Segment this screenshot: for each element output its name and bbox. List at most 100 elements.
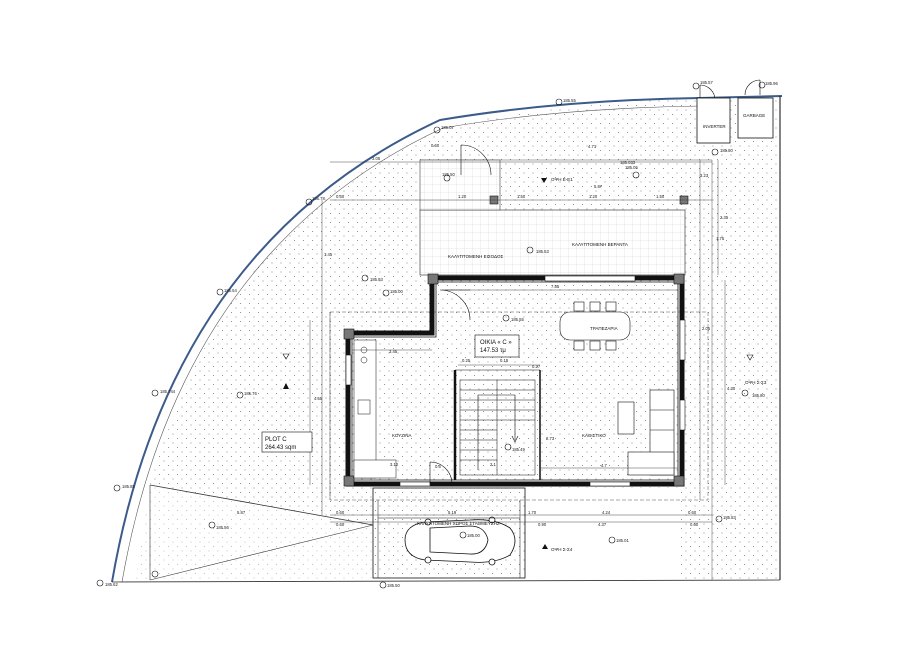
svg-text:185.55: 185.55 xyxy=(563,98,576,103)
svg-text:185.49: 185.49 xyxy=(512,447,525,452)
svg-text:3.45: 3.45 xyxy=(389,349,398,354)
room-entrance: ΚΑΛΥΠΤΟΜΕΝΗ ΕΙΣΟΔΟΣ xyxy=(448,254,503,259)
svg-text:185.50: 185.50 xyxy=(442,172,455,177)
garbage-enclosure xyxy=(696,97,774,144)
svg-text:3.05: 3.05 xyxy=(372,156,381,161)
svg-text:0.60: 0.60 xyxy=(690,522,699,527)
svg-text:185.50: 185.50 xyxy=(387,583,400,588)
view-label-2: ΟΨΗ Σ-Σ4 xyxy=(551,547,573,552)
veranda-tiles xyxy=(419,209,686,276)
plot-boundary-inner xyxy=(121,105,701,583)
level-labels: 185.07 185.50 185.05 185.53 185.55 185.4… xyxy=(105,80,778,588)
staircase xyxy=(459,379,536,476)
svg-text:185.05: 185.05 xyxy=(625,165,638,170)
dimension-labels: 3.05 0.60 4.71 3.23 0.60 1.20 1.50 1.20 … xyxy=(237,143,736,527)
kitchen-counters xyxy=(353,339,397,479)
svg-text:1.50: 1.50 xyxy=(517,194,526,199)
entrance-path-tiles xyxy=(419,159,501,211)
svg-text:0.6: 0.6 xyxy=(435,464,441,469)
svg-text:185.57: 185.57 xyxy=(700,80,713,85)
level-markers xyxy=(96,81,766,589)
svg-text:185.53: 185.53 xyxy=(536,249,549,254)
svg-text:185.93: 185.93 xyxy=(370,277,383,282)
car-icon xyxy=(404,516,516,566)
svg-text:185.80: 185.80 xyxy=(752,393,765,398)
svg-text:185.54: 185.54 xyxy=(224,288,237,293)
svg-text:4.24: 4.24 xyxy=(602,510,611,515)
plot-boundary-diagonal xyxy=(149,484,374,526)
room-inverter: INVERTER xyxy=(703,124,726,129)
room-parking: ΚΑΛΥΠΤΟΜΕΝΗ ΧΩΡΟΣ ΣΤΑΘΜΕΥΣΗΣ xyxy=(417,521,500,526)
svg-text:0.60: 0.60 xyxy=(336,510,345,515)
svg-text:185.01: 185.01 xyxy=(616,538,629,543)
svg-text:0.27: 0.27 xyxy=(532,364,541,369)
view-label-1: ΟΨΗ Ε-Ε1 xyxy=(551,177,573,182)
windows xyxy=(345,275,686,487)
svg-text:0.25: 0.25 xyxy=(462,358,471,363)
svg-text:185.033: 185.033 xyxy=(620,160,636,165)
room-veranda: ΚΑΛΥΠΤΟΜΕΝΗ ΒΕΡΑΝΤΑ xyxy=(572,242,628,247)
svg-text:185.78: 185.78 xyxy=(312,196,325,201)
svg-text:1.50: 1.50 xyxy=(656,194,665,199)
room-garbage: GARBAGE xyxy=(743,113,765,118)
parking-area xyxy=(372,487,526,579)
svg-text:4.37: 4.37 xyxy=(598,522,607,527)
interior-walls xyxy=(453,369,541,480)
svg-text:185.07: 185.07 xyxy=(441,125,454,130)
view-markers xyxy=(282,178,754,549)
plot-name: PLOT C xyxy=(265,437,287,443)
plot-boundary-front-diagonal xyxy=(149,524,374,581)
svg-text:5.87: 5.87 xyxy=(594,184,603,189)
svg-text:185.85: 185.85 xyxy=(122,484,135,489)
dining-table xyxy=(559,301,631,351)
svg-text:185.80: 185.80 xyxy=(720,148,733,153)
svg-text:1.45: 1.45 xyxy=(324,252,333,257)
svg-text:2.73: 2.73 xyxy=(546,436,555,441)
svg-text:5.87: 5.87 xyxy=(237,510,246,515)
svg-text:2.05: 2.05 xyxy=(702,326,711,331)
svg-text:4.7: 4.7 xyxy=(601,463,607,468)
svg-text:185.96: 185.96 xyxy=(765,81,778,86)
svg-text:185.76: 185.76 xyxy=(244,391,257,396)
svg-text:0.15: 0.15 xyxy=(500,358,509,363)
plot-area: 264.43 sqm xyxy=(265,445,296,451)
svg-text:185.00: 185.00 xyxy=(390,289,403,294)
room-dining: ΤΡΑΠΕΖΑΡΙΑ xyxy=(590,326,618,331)
sofa xyxy=(617,389,675,476)
plot-garden-front xyxy=(135,485,373,582)
svg-text:185.55: 185.55 xyxy=(511,317,524,322)
house-area: 147.53 τμ xyxy=(480,348,506,354)
plot-boundary-curve xyxy=(111,95,783,583)
svg-text:0.60: 0.60 xyxy=(336,522,345,527)
svg-text:4.30: 4.30 xyxy=(727,386,736,391)
svg-text:1.20: 1.20 xyxy=(589,194,598,199)
svg-text:5.19: 5.19 xyxy=(448,510,457,515)
room-living: ΚΑΘΙΣΤΙΚΟ xyxy=(582,433,606,438)
svg-text:1.20: 1.20 xyxy=(458,194,467,199)
view-label-3: ΟΨΗ Σ-Σ3 xyxy=(745,380,767,385)
svg-text:2.35: 2.35 xyxy=(720,215,729,220)
svg-text:0.60: 0.60 xyxy=(688,510,697,515)
house-label-box xyxy=(474,334,520,358)
svg-text:4.55: 4.55 xyxy=(314,396,323,401)
svg-text:185.83: 185.83 xyxy=(723,515,736,520)
svg-text:0.90: 0.90 xyxy=(538,522,547,527)
svg-text:185.56: 185.56 xyxy=(216,525,229,530)
svg-text:0.60: 0.60 xyxy=(336,194,345,199)
svg-text:7.85: 7.85 xyxy=(551,284,560,289)
svg-text:3.23: 3.23 xyxy=(700,173,709,178)
svg-text:185.744: 185.744 xyxy=(160,389,176,394)
svg-text:2.1: 2.1 xyxy=(490,462,496,467)
dimension-lines xyxy=(309,160,726,523)
svg-text:4.71: 4.71 xyxy=(588,144,597,149)
svg-text:0.60: 0.60 xyxy=(431,143,440,148)
svg-text:1.70: 1.70 xyxy=(528,510,537,515)
house-name: ΟΙΚΙΑ « C » xyxy=(480,340,512,346)
svg-text:185.62: 185.62 xyxy=(105,582,118,587)
plot-label-box xyxy=(261,431,313,453)
plot-boundary-bottom xyxy=(111,579,781,583)
svg-text:1.75: 1.75 xyxy=(716,236,725,241)
svg-text:185.00: 185.00 xyxy=(467,533,480,538)
svg-text:3.12: 3.12 xyxy=(390,462,399,467)
